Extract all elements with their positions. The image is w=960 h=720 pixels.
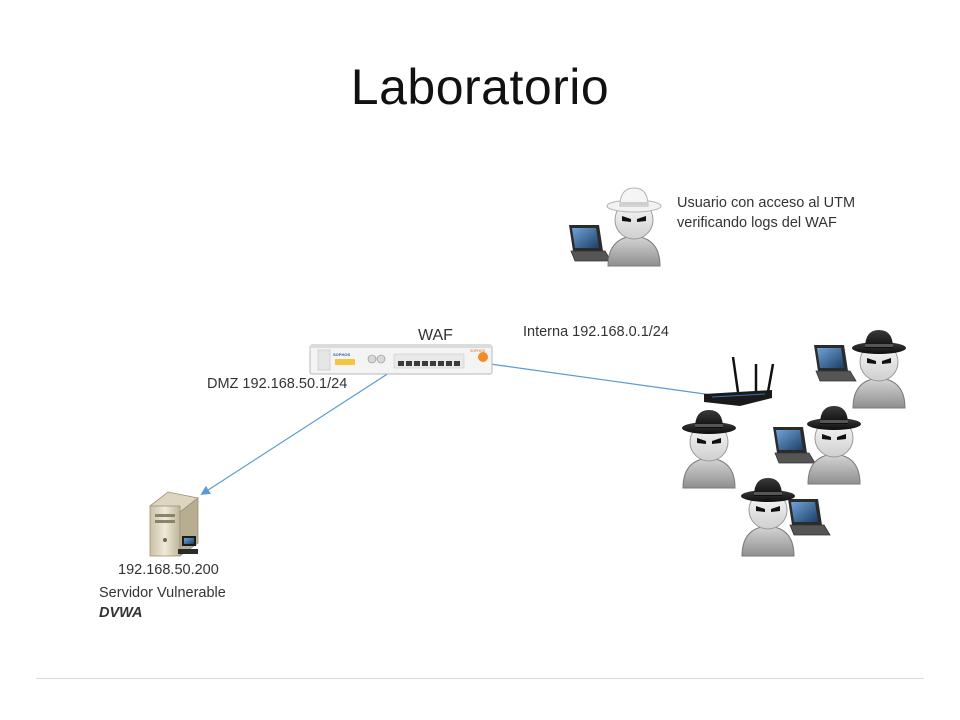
link-waf-to-router [489,363,713,396]
footer-divider [36,678,924,679]
hacker-icon [851,329,907,409]
dmz-network-label: DMZ 192.168.50.1/24 [207,376,348,392]
hacker-icon [806,405,862,485]
hacker-icon [606,187,662,267]
slide-title: Laboratorio [350,59,610,115]
waf-label: WAF [418,327,453,344]
link-waf-to-server [200,370,393,496]
router-icon [704,356,775,406]
user-utm-label-line1: Usuario con acceso al UTM [677,195,856,211]
firewall-appliance-icon: SOPHOS SOPHOS [309,344,493,375]
server-app-label: DVWA [99,605,143,621]
server-description-label: Servidor Vulnerable [99,585,226,601]
server-ip-label: 192.168.50.200 [118,562,219,578]
hacker-icon [681,409,737,489]
hacker-icon [740,477,796,557]
svg-text:SOPHOS: SOPHOS [470,349,486,353]
interna-network-label: Interna 192.168.0.1/24 [523,324,669,340]
server-icon [149,491,199,557]
laptop-icon [813,344,857,382]
appliance-brand: SOPHOS [333,352,350,357]
user-utm-label-line2: verificando logs del WAF [677,215,837,231]
laptop-icon [772,426,816,464]
laptop-icon [568,224,612,262]
laptop-icon [787,498,831,536]
